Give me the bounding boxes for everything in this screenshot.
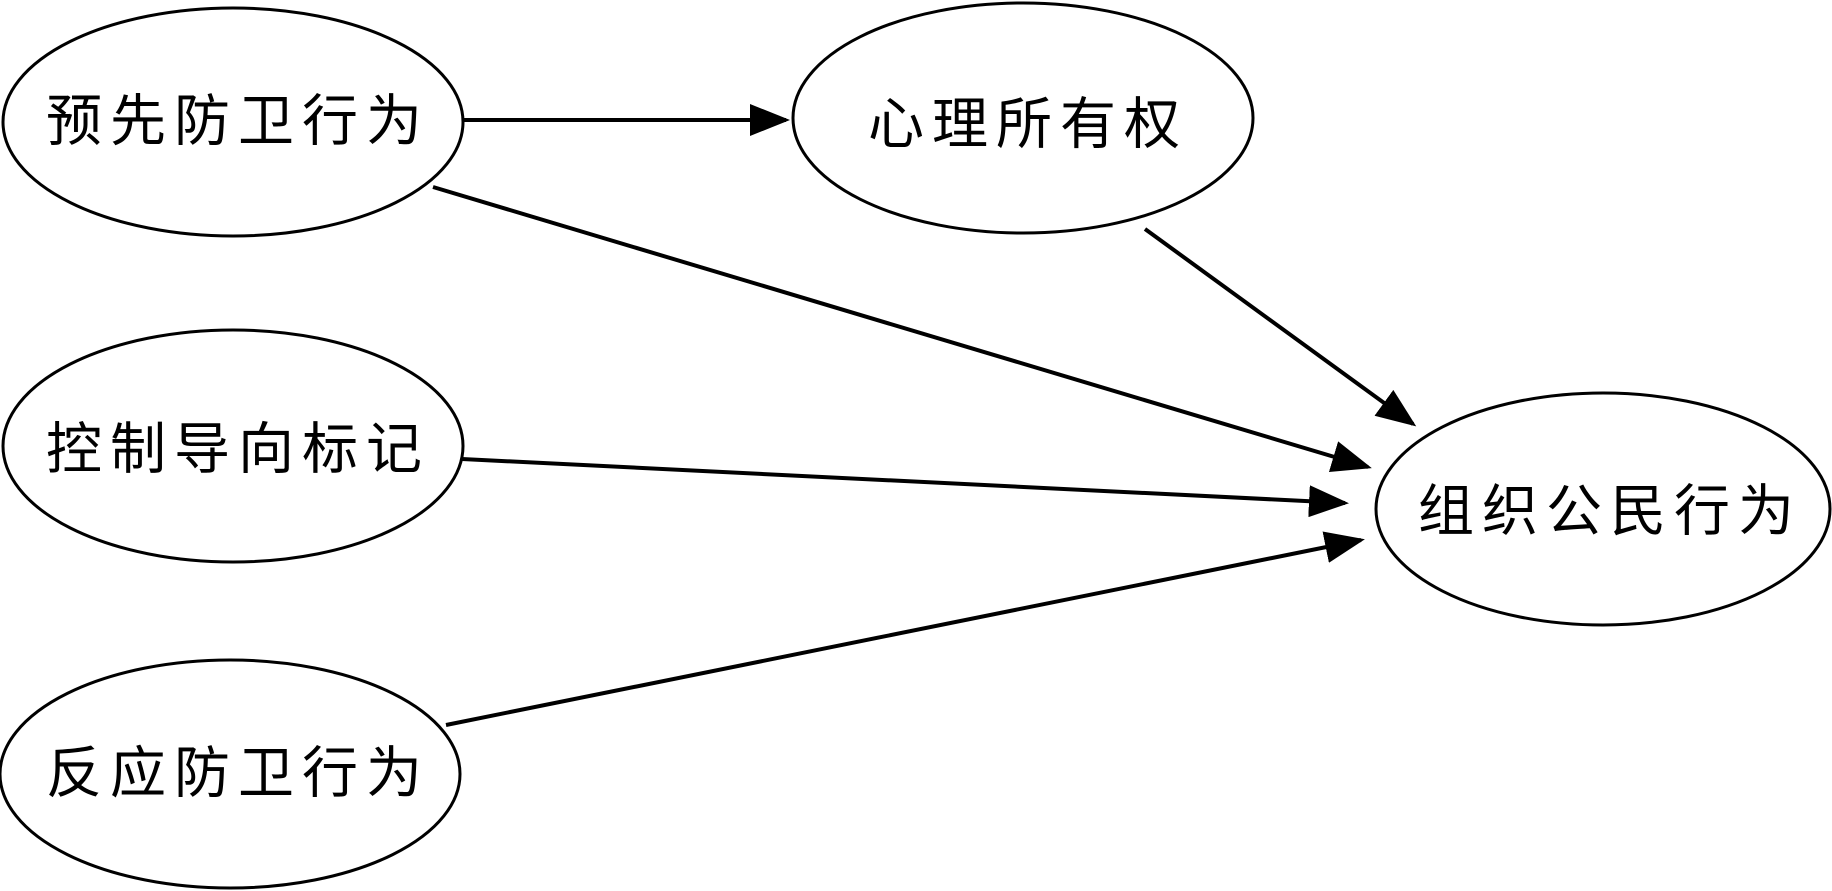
node-label-preemptive-defense: 预先防卫行为 xyxy=(46,90,430,155)
node-control-marking: 控制导向标记 xyxy=(1,328,465,564)
node-label-control-marking: 控制导向标记 xyxy=(46,418,430,483)
node-organizational-citizenship: 组织公民行为 xyxy=(1374,391,1832,627)
node-reactive-defense: 反应防卫行为 xyxy=(0,658,462,890)
node-psychological-ownership: 心理所有权 xyxy=(791,1,1255,235)
edge-preemptive-to-citizenship xyxy=(432,185,1372,472)
edge-reactive-to-citizenship xyxy=(445,531,1365,727)
node-label-psychological-ownership: 心理所有权 xyxy=(868,93,1188,158)
node-label-organizational-citizenship: 组织公民行为 xyxy=(1418,480,1802,545)
node-preemptive-defense: 预先防卫行为 xyxy=(1,6,465,238)
edge-ownership-to-citizenship xyxy=(1143,227,1417,427)
node-label-reactive-defense: 反应防卫行为 xyxy=(46,742,430,807)
edge-control-to-citizenship xyxy=(461,457,1349,518)
